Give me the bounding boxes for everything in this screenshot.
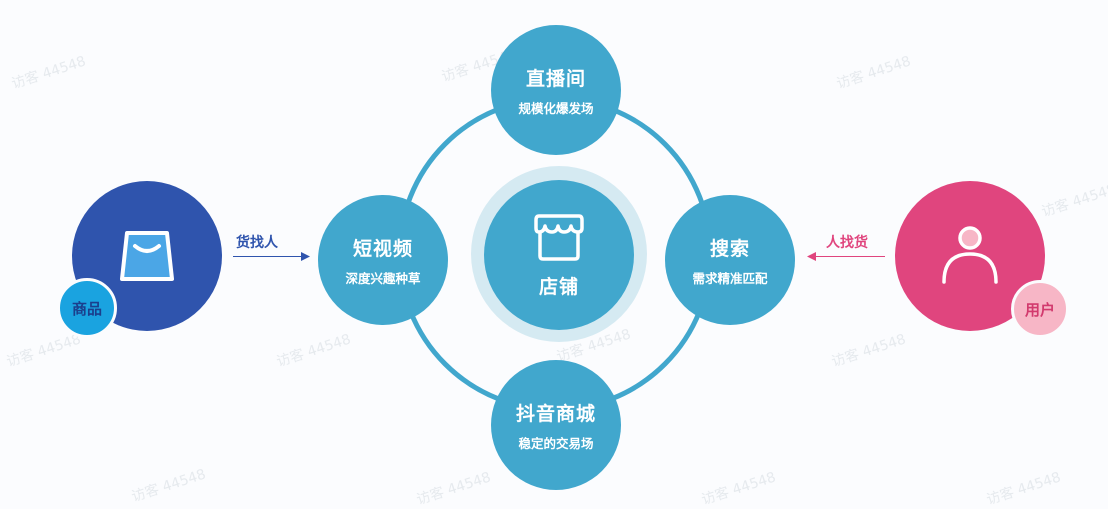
left-arrow-line <box>815 256 885 257</box>
search-title: 搜索 <box>709 237 750 260</box>
people-find-goods-label: 人找货 <box>826 235 868 251</box>
live-room-node: 直播间 规模化爆发场 <box>491 25 621 155</box>
watermark: 访客 44548 <box>984 469 1063 509</box>
store-icon <box>534 213 584 261</box>
search-subtitle: 需求精准匹配 <box>692 270 768 286</box>
watermark: 访客 44548 <box>9 53 88 93</box>
product-badge: 商品 <box>57 278 117 338</box>
user-badge: 用户 <box>1011 280 1069 338</box>
watermark: 访客 44548 <box>4 331 83 371</box>
watermark: 访客 44548 <box>129 466 208 506</box>
short-video-node: 短视频 深度兴趣种草 <box>318 195 448 325</box>
user-icon <box>942 226 998 284</box>
live-room-title: 直播间 <box>525 67 586 90</box>
arrow-left-icon <box>807 252 816 261</box>
watermark: 访客 44548 <box>699 469 778 509</box>
store-node: 店铺 <box>484 180 634 330</box>
watermark: 访客 44548 <box>829 331 908 371</box>
douyin-mall-subtitle: 稳定的交易场 <box>518 435 594 451</box>
short-video-subtitle: 深度兴趣种草 <box>345 270 421 286</box>
arrow-right-icon <box>301 252 310 261</box>
watermark: 访客 44548 <box>1039 181 1108 221</box>
douyin-mall-title: 抖音商城 <box>515 402 596 425</box>
live-room-subtitle: 规模化爆发场 <box>518 100 594 116</box>
watermark: 访客 44548 <box>834 53 913 93</box>
store-title: 店铺 <box>538 275 579 298</box>
short-video-title: 短视频 <box>352 237 413 260</box>
watermark: 访客 44548 <box>414 469 493 509</box>
douyin-mall-node: 抖音商城 稳定的交易场 <box>491 360 621 490</box>
goods-find-people-label: 货找人 <box>236 235 278 251</box>
search-node: 搜索 需求精准匹配 <box>665 195 795 325</box>
right-arrow-line <box>233 256 303 257</box>
watermark: 访客 44548 <box>274 331 353 371</box>
shopping-bag-icon <box>120 231 174 281</box>
